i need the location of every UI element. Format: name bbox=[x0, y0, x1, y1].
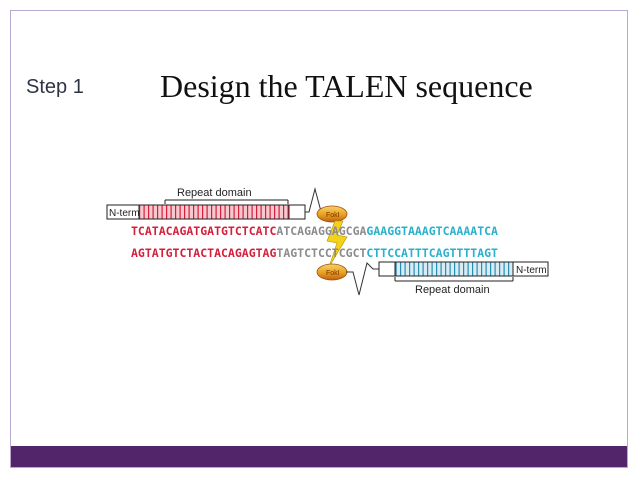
top-nterm-label: N-term bbox=[109, 208, 140, 219]
bottom-repeat-cap bbox=[378, 261, 396, 277]
step-label: Step 1 bbox=[26, 76, 84, 98]
fok-top bbox=[316, 205, 348, 223]
top-strand-sequence: TCATACAGATGATGTCTCATCATCAGAGGAGCGAGAAGGT… bbox=[131, 224, 498, 238]
bottom-strand-sequence: AGTATGTCTACTACAGAGTAGTAGTCTCCTCGCTCTTCCA… bbox=[131, 246, 498, 260]
bottom-repeat-domain-label: Repeat domain bbox=[415, 284, 490, 296]
bottom-strand-cyan: CTTCCATTTCAGTTTTAGT bbox=[366, 246, 498, 260]
cleavage-bolt bbox=[326, 220, 348, 268]
top-strand-gray: ATCAGAGGAGCGA bbox=[276, 224, 366, 238]
talen-diagram: Repeat domain N-term FokI TCATACAGATGATG… bbox=[106, 187, 549, 296]
top-repeat-domain-label: Repeat domain bbox=[177, 187, 252, 199]
bottom-strand-gray: TAGTCTCCTCGCT bbox=[276, 246, 366, 260]
top-repeat-cap bbox=[288, 204, 306, 220]
footer-bar bbox=[11, 446, 627, 467]
slide-frame bbox=[10, 10, 628, 468]
bottom-strand-red: AGTATGTCTACTACAGAGTAG bbox=[131, 246, 276, 260]
bottom-linker bbox=[346, 262, 379, 296]
top-strand-red: TCATACAGATGATGTCTCATC bbox=[131, 224, 276, 238]
bottom-nterm-box bbox=[512, 261, 549, 277]
top-strand-cyan: GAAGGTAAAGTCAAAATCA bbox=[366, 224, 498, 238]
fok-top-label: FokI bbox=[326, 212, 340, 219]
slide-title: Design the TALEN sequence bbox=[160, 68, 533, 104]
bottom-repeat-array bbox=[394, 261, 514, 277]
bottom-nterm-label: N-term bbox=[516, 265, 547, 276]
fok-bottom-label: FokI bbox=[326, 270, 340, 277]
top-repeat-array bbox=[138, 204, 290, 220]
